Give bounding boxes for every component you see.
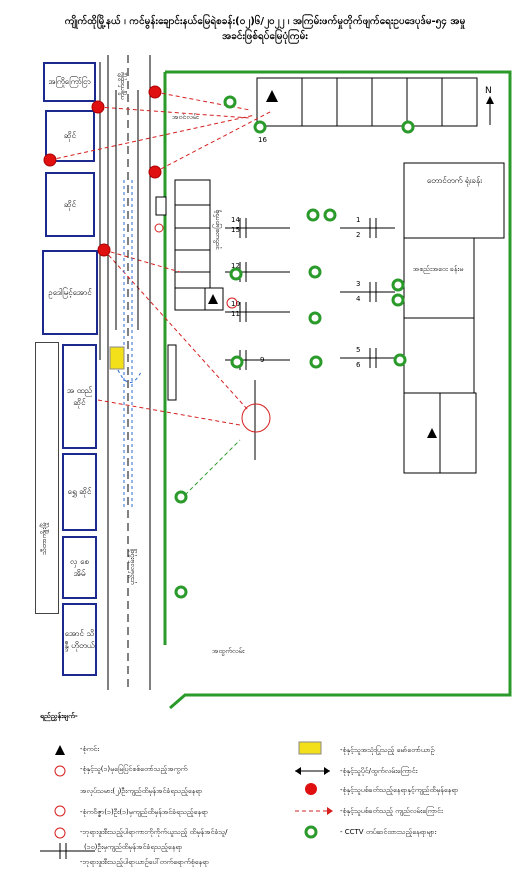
gate-number: 5	[356, 346, 361, 354]
title-line-1: ကျိုက်ထိုမြို့နယ် ၊ ကင်မွန်းချောင်းနယ်မြ…	[64, 16, 466, 27]
cctv-icon	[323, 208, 337, 222]
building-udaw-myint-aung: ဥဒေါမြင့်အောင်	[42, 250, 98, 335]
building-tall	[35, 342, 59, 614]
legend-item: -စုံကင်း	[80, 745, 99, 753]
fire-path	[154, 91, 251, 111]
shooter-position-marker	[43, 153, 57, 167]
building-shop-1-label: ဆိုင်	[63, 131, 77, 140]
cctv-icon	[174, 490, 188, 504]
victim-marker	[54, 827, 66, 839]
tower-office-label: တောင်တက် ရုံးခန်း	[426, 176, 483, 185]
legend-item: -စုံနှင့်သူအသုံးပြုသည့် မော်တော်ယာဉ်	[340, 746, 435, 754]
map-title: ကျိုက်ထိုမြို့နယ် ၊ ကင်မွန်းချောင်းနယ်မြ…	[0, 14, 530, 44]
gate-number: 2	[356, 231, 361, 239]
building-house: လှ စေ အိမ်	[62, 536, 97, 599]
fire-path	[97, 399, 241, 426]
gate-number: 6	[356, 361, 361, 369]
gate-number: 3	[356, 280, 361, 288]
cctv-icon	[229, 267, 243, 281]
legend-item: - CCTV တပ်ဆင်ထားသည့်နေရာများ	[340, 828, 437, 836]
gate-number: 11	[231, 310, 240, 318]
gate-number: 1	[356, 216, 361, 224]
entrance-label: အဝင်လမ်း	[172, 113, 199, 121]
cctv-icon	[253, 120, 267, 134]
legend-item: (၁၀)ဦးမှကျည်ထိမှန်အင်ခံရသည့်နေရာ	[84, 843, 183, 851]
building-hotel-label: အောင် သိန္ဒီ ဟိုတယ်	[64, 628, 95, 650]
legend-item: အလုပ်သမား(၂)ဦးကျည်ထိမှန်အင်ခံရသည့်နေရာ	[80, 787, 203, 795]
cctv-icon	[223, 95, 237, 109]
north-label: N	[485, 86, 492, 96]
building-clothes-label: အ ထည် ဆိုင်	[66, 385, 93, 407]
legend-item: -စုံနှင့်သူပစ်ခတ်သည့် ကျည်လမ်းကြောင်း	[340, 807, 443, 815]
legend-item: -စုံကဝိဇ္ဇာ(၁)ဦး(၁)မှကျည်ထိမှန်အင်ခံရသည့…	[80, 808, 208, 816]
getaway-vehicle-icon	[298, 741, 322, 755]
compound-wall-east	[165, 70, 512, 710]
cctv-icon	[174, 585, 188, 599]
legend-heading: ရည်ညွှန်းချက်-	[40, 712, 78, 720]
victim-marker	[154, 223, 164, 233]
gate-number: 14	[231, 216, 240, 224]
gate-number: 15	[231, 226, 240, 234]
building-shop-1: ဆိုင်	[45, 110, 95, 162]
meeting-hall-label: အစည်းအဝေး ခန်းမ	[412, 265, 464, 273]
cctv-icon	[391, 293, 405, 307]
cctv-icon	[230, 355, 244, 369]
title-line-2: အခင်းဖြစ်ရပ်မြေပုံကြမ်း	[222, 31, 308, 42]
building-gold-shop: ရွှေ ဆိုင်	[62, 453, 97, 531]
shooter-position-marker	[305, 783, 317, 795]
gate-number: 16	[258, 136, 267, 144]
legend-item: -စုံနှင့်သူ(၁)မှမြေပြင်စစ်တော်သည့်အကွက်	[80, 765, 188, 773]
guard-post-icon	[427, 428, 437, 438]
building-gold-label: ရွှေ ဆိုင်	[67, 487, 92, 496]
building-shop-2-label: ဆိုင်	[63, 199, 77, 209]
building-udaw-label: ဥဒေါမြင့်အောင်	[48, 287, 92, 297]
cctv-icon	[393, 353, 407, 367]
building-hotel: အောင် သိန္ဒီ ဟိုတယ်	[62, 603, 97, 676]
legend-item: -ဘုရားဖူးစီးသည့်ပါရာယာဉ်ပေါ်တက်ရောက်စုံန…	[80, 858, 210, 866]
building-clothes-shop: အ ထည် ဆိုင်	[62, 344, 97, 449]
cctv-icon	[308, 265, 322, 279]
building-advert-label: အကြိုကြော်ငြာ	[48, 77, 91, 86]
cctv-icon	[391, 278, 405, 292]
victim-marker	[226, 297, 238, 309]
building-advert: အကြိုကြော်ငြာ	[43, 62, 96, 102]
shooter-position-marker	[148, 165, 162, 179]
cctv-icon	[304, 825, 318, 839]
exit-label: အထွက်လမ်း	[212, 647, 245, 655]
gate-number: 9	[260, 356, 265, 364]
victim-marker	[54, 765, 66, 777]
shooter-position-marker	[148, 85, 162, 99]
getaway-vehicle-icon	[109, 346, 125, 370]
legend-item: -စုံနှင့်သူပိုင်/ထွက်လမ်းကြောင်း	[340, 767, 418, 775]
fire-path	[97, 106, 251, 119]
cctv-icon	[401, 120, 415, 134]
gate-number: 12	[231, 262, 240, 270]
victim-marker	[54, 805, 66, 817]
guard-post-icon	[208, 294, 218, 304]
guard-post-icon	[55, 745, 65, 755]
building-house-label: လှ စေ အိမ်	[70, 556, 89, 578]
legend-item: -စုံနှင့်သူပစ်ခတ်သည့်နေရာနှင့်ကျည်ထိမှန်…	[340, 786, 459, 794]
fire-path	[103, 249, 181, 273]
gate-number: 10	[231, 300, 240, 308]
cctv-icon	[309, 355, 323, 369]
building-shop-2: ဆိုင်	[45, 172, 95, 237]
shooter-position-marker	[97, 243, 111, 257]
cctv-icon	[306, 208, 320, 222]
guard-post-icon	[266, 90, 278, 102]
gate-number: 4	[356, 295, 361, 303]
legend-item: -ဘုရားဖူးစီးသည့်ပါရာကားကိုကိုက်ယူသည့် ထိ…	[80, 828, 228, 836]
cctv-icon	[308, 311, 322, 325]
victim-group-marker	[241, 403, 271, 433]
fire-path	[103, 249, 249, 411]
fire-path	[154, 111, 271, 173]
cctv-path	[184, 439, 241, 496]
shooter-position-marker	[91, 100, 105, 114]
